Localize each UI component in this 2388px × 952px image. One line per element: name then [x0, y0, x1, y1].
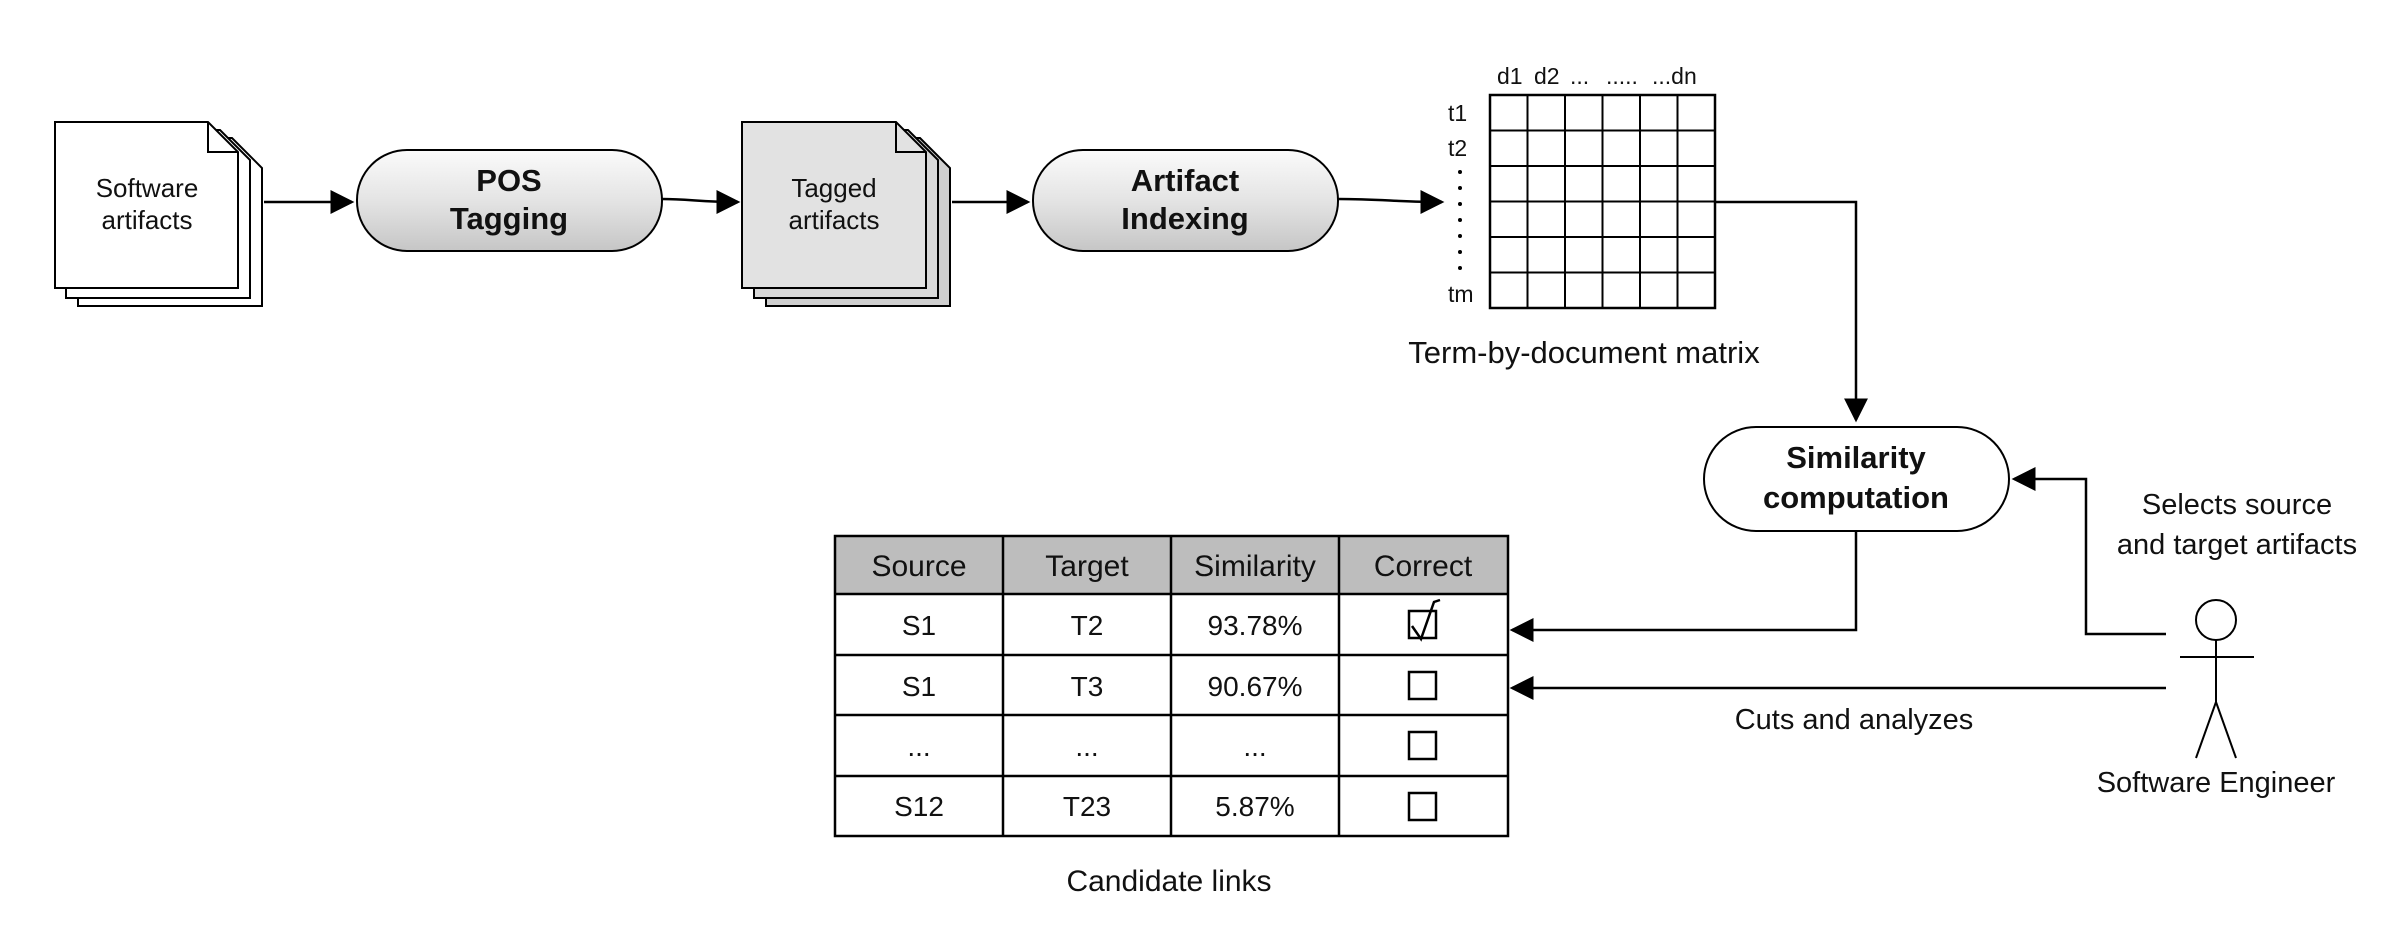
- table-row-2-correct-checkbox[interactable]: [1407, 670, 1438, 701]
- doc-fold: [207, 122, 238, 153]
- table-row-1-target: T2: [1071, 610, 1104, 641]
- artifact-indexing-label-line1: Artifact: [1131, 163, 1240, 198]
- table-header-source: Source: [871, 550, 966, 583]
- table-row-1-similarity: 93.78%: [1208, 610, 1303, 641]
- table-row-4-source: S12: [894, 791, 944, 822]
- matrix-col-dn: ...dn: [1652, 63, 1697, 89]
- table-row-2-source: S1: [902, 671, 936, 702]
- table-header-target: Target: [1045, 550, 1129, 583]
- pos-tagging-pill: [356, 149, 663, 252]
- actor-leg-right: [2215, 701, 2237, 759]
- matrix-col-dots2: .....: [1606, 63, 1638, 89]
- software-artifacts-label-line2: artifacts: [101, 205, 192, 235]
- tagged-artifacts-label-line1: Tagged: [791, 173, 876, 203]
- table-row-2-similarity: 90.67%: [1208, 671, 1303, 702]
- pos-tagging-node: POS Tagging: [356, 149, 663, 252]
- table-row-4-target: T23: [1063, 791, 1111, 822]
- matrix-row-ellipsis: [1458, 170, 1462, 270]
- cuts-label: Cuts and analyzes: [1735, 704, 1974, 736]
- similarity-label-line2: computation: [1763, 480, 1949, 515]
- similarity-label-line1: Similarity: [1786, 440, 1926, 475]
- candidate-links-table: Source Target Similarity Correct S1 T2 9…: [833, 534, 1510, 898]
- software-engineer-label: Software Engineer: [2097, 767, 2336, 799]
- table-row-1-correct-checkbox[interactable]: [1407, 598, 1441, 642]
- arrow-engineer-to-similarity: [2011, 467, 2166, 636]
- selects-label-line2: and target artifacts: [2117, 529, 2357, 561]
- software-artifacts-node: Software artifacts: [54, 121, 263, 307]
- software-artifacts-label-line1: Software: [96, 173, 199, 203]
- matrix-row-t1: t1: [1448, 100, 1467, 126]
- matrix-col-dots1: ...: [1570, 63, 1589, 89]
- actor-head: [2195, 599, 2237, 641]
- matrix-row-t2: t2: [1448, 135, 1467, 161]
- tagged-artifacts-label-line2: artifacts: [788, 205, 879, 235]
- artifact-indexing-label-line2: Indexing: [1121, 201, 1248, 236]
- tagged-artifacts-node: Tagged artifacts: [741, 121, 951, 307]
- table-row-2-target: T3: [1071, 671, 1104, 702]
- matrix-col-d1: d1: [1497, 63, 1523, 89]
- matrix-row-tm: tm: [1448, 281, 1474, 307]
- actor-leg-left: [2195, 701, 2217, 759]
- artifact-indexing-pill: [1032, 149, 1339, 252]
- table-row-3-target: ...: [1075, 731, 1098, 762]
- candidate-links-caption: Candidate links: [1066, 865, 1271, 898]
- arrow-similarity-to-table: [1509, 531, 1858, 642]
- table-row-3-correct-checkbox[interactable]: [1407, 730, 1438, 761]
- arrow-pos-to-tagged: [661, 189, 741, 214]
- table-header-correct: Correct: [1374, 550, 1473, 583]
- pos-tagging-label-line1: POS: [476, 163, 541, 198]
- table-row-3-similarity: ...: [1243, 731, 1266, 762]
- table-row-4-correct-checkbox[interactable]: [1407, 791, 1438, 822]
- arrow-matrix-to-similarity: [1716, 200, 1868, 423]
- table-grid-lines: [835, 536, 1508, 836]
- table-header-similarity: Similarity: [1194, 550, 1316, 583]
- checkmark-icon: [1410, 598, 1441, 642]
- software-engineer-actor: Software Engineer: [2097, 599, 2336, 799]
- selects-label-line1: Selects source: [2142, 489, 2332, 521]
- pos-tagging-label-line2: Tagging: [450, 201, 568, 236]
- table-row-4-similarity: 5.87%: [1215, 791, 1294, 822]
- table-row-3-source: ...: [907, 731, 930, 762]
- artifact-indexing-node: Artifact Indexing: [1032, 149, 1339, 252]
- matrix-caption: Term-by-document matrix: [1408, 335, 1760, 370]
- matrix-grid: [1488, 93, 1717, 310]
- doc-sheet-front: [54, 121, 239, 289]
- similarity-computation-node: Similarity computation: [1703, 426, 2010, 532]
- arrow-indexing-to-matrix: [1337, 189, 1445, 214]
- term-document-matrix: d1 d2 ... ..... ...dn t1 t2 tm Term-by-d…: [1408, 63, 1760, 370]
- matrix-col-d2: d2: [1534, 63, 1560, 89]
- table-row-1-source: S1: [902, 610, 936, 641]
- tagged-fold: [895, 122, 926, 153]
- tagged-sheet-front: [741, 121, 927, 289]
